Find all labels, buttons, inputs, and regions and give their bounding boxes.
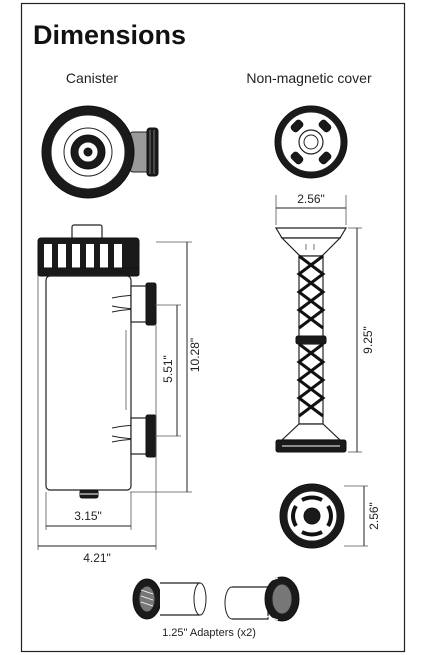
adapter-right <box>224 576 300 622</box>
page-title: Dimensions <box>33 20 186 50</box>
canister-heading: Canister <box>66 70 118 86</box>
cover-side-view <box>274 227 348 453</box>
cover-bottom-view <box>279 483 345 549</box>
canister-body-width-label: 3.15" <box>74 509 102 523</box>
cover-base-diameter-label: 2.56" <box>367 502 381 530</box>
adapters-caption: 1.25" Adapters (x2) <box>162 627 256 639</box>
canister-dimension-lines <box>37 241 192 550</box>
cover-top-view <box>274 105 348 179</box>
adapter-left <box>132 578 207 620</box>
canister-outer-width-label: 4.21" <box>83 551 111 565</box>
canister-top-view <box>41 105 159 199</box>
cover-heading: Non-magnetic cover <box>246 70 372 86</box>
cover-top-width-label: 2.56" <box>297 192 325 206</box>
canister-height-label: 10.28" <box>188 338 202 372</box>
canister-side-view <box>37 224 157 499</box>
cover-length-label: 9.25" <box>361 326 375 354</box>
canister-port-spacing-label: 5.51" <box>161 355 175 383</box>
cover-dimension-lines <box>275 195 368 547</box>
